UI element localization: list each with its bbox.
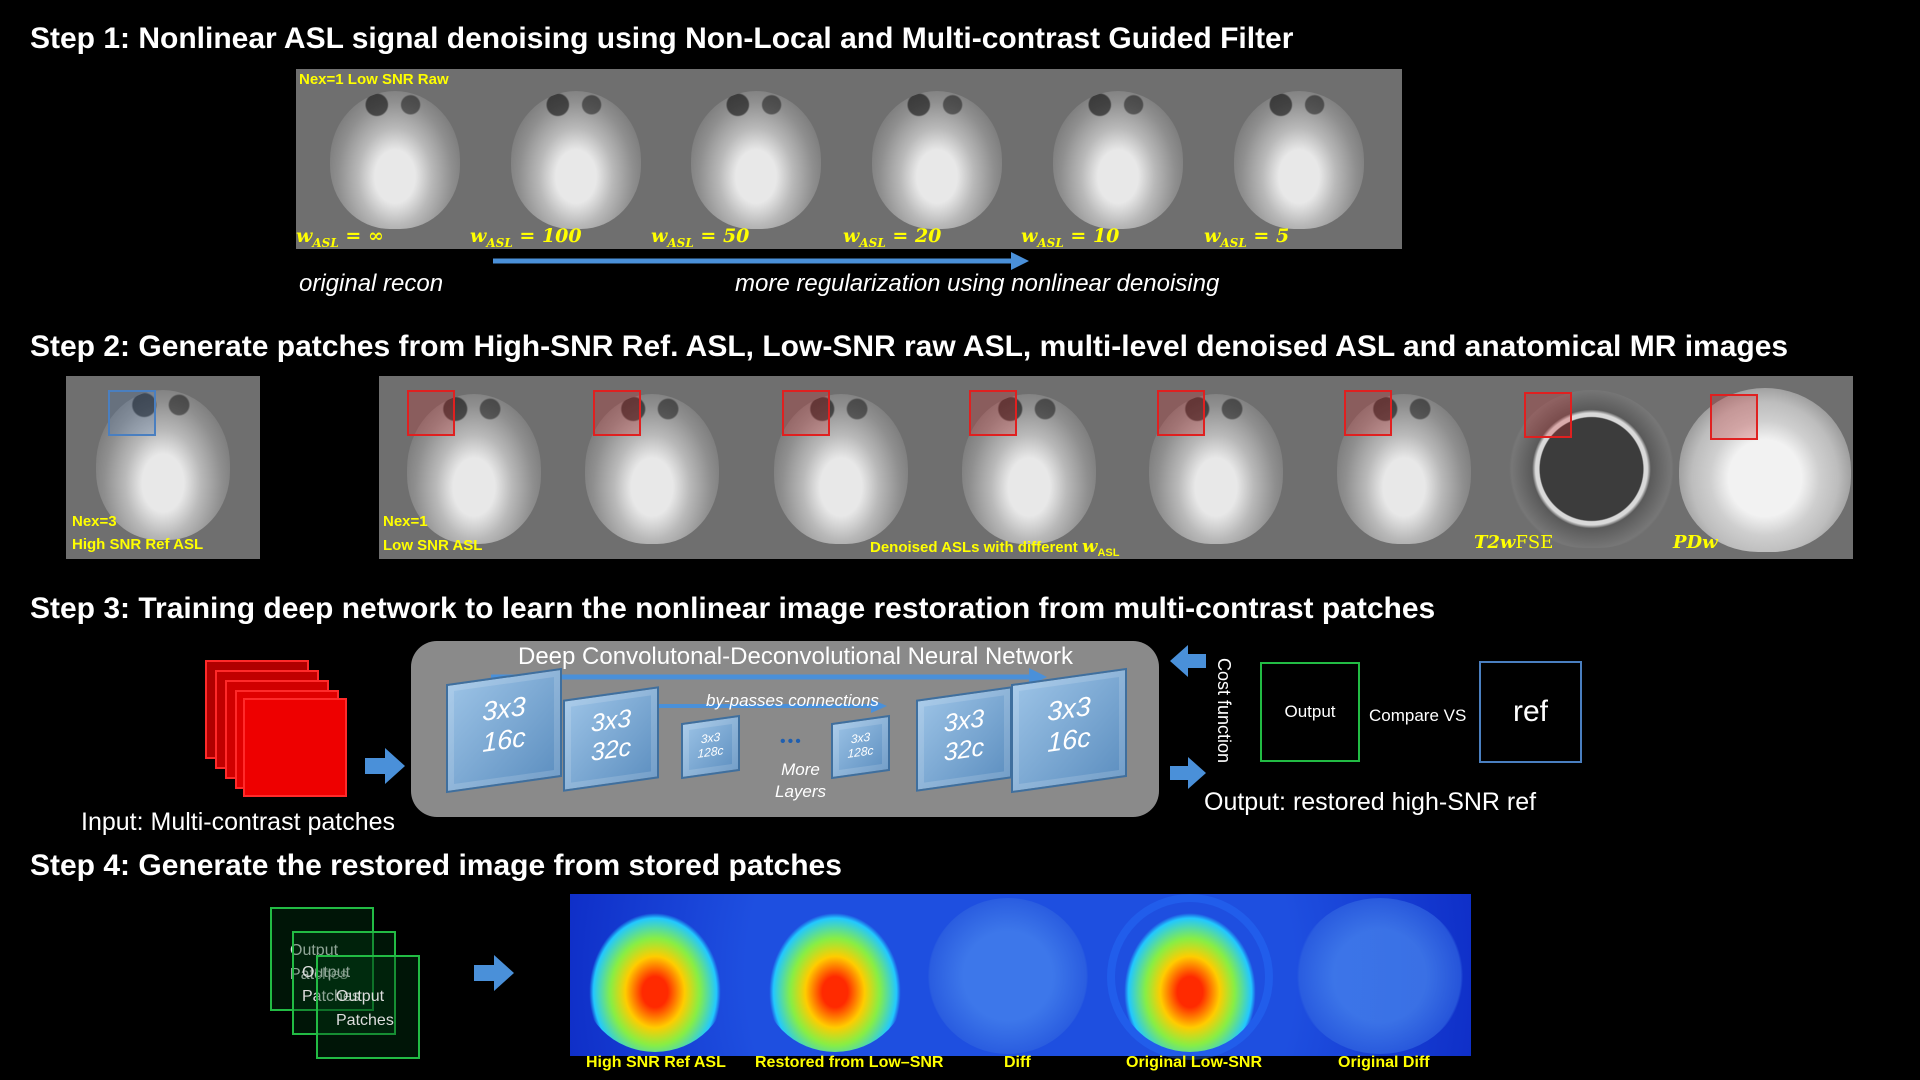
patch-box-1 <box>407 390 455 436</box>
result-diff <box>928 898 1088 1054</box>
brain-image-4 <box>872 91 1002 229</box>
pdw-label: PDw <box>1673 532 1718 553</box>
caption-original-recon: original recon <box>299 270 443 298</box>
output-box: Output <box>1260 662 1360 762</box>
brain-image-2 <box>511 91 641 229</box>
pdw-brain <box>1679 388 1851 552</box>
brain-image-3 <box>691 91 821 229</box>
w-label-3: wASL = 50 <box>651 225 749 250</box>
brain-image-1 <box>330 91 460 229</box>
patch-box-4 <box>969 390 1017 436</box>
result-label-4: Original Low-SNR <box>1126 1054 1262 1072</box>
result-original-low-snr <box>1115 902 1265 1052</box>
w-label-1: wASL = ∞ <box>296 225 384 250</box>
step1-image-strip: Nex=1 Low SNR Raw <box>296 69 1402 249</box>
step2-title: Step 2: Generate patches from High-SNR R… <box>30 330 1788 364</box>
result-high-snr-ref <box>580 902 730 1052</box>
compare-vs-label: Compare VS <box>1369 706 1466 726</box>
brain-image-6 <box>1234 91 1364 229</box>
result-restored <box>760 902 910 1052</box>
patch-box-2 <box>593 390 641 436</box>
cost-arrow-icon <box>1170 645 1206 677</box>
input-arrow-icon <box>365 748 405 784</box>
result-strip <box>570 894 1471 1056</box>
step1-title: Step 1: Nonlinear ASL signal denoising u… <box>30 22 1293 56</box>
brain-image-5 <box>1053 91 1183 229</box>
w-label-5: wASL = 10 <box>1021 225 1119 250</box>
regularization-arrow <box>493 250 1031 272</box>
input-label: Input: Multi-contrast patches <box>81 808 395 837</box>
w-label-2: wASL = 100 <box>470 225 582 250</box>
patch-box-5 <box>1157 390 1205 436</box>
denoised-label: Denoised ASLs with different wASL <box>870 536 1119 559</box>
input-patch <box>243 698 347 797</box>
output-arrow-icon <box>1170 757 1206 789</box>
step4-title: Step 4: Generate the restored image from… <box>30 849 842 883</box>
step2-image-strip: Nex=1 Low SNR ASL Denoised ASLs with dif… <box>379 376 1853 559</box>
t2w-label: T2wFSE <box>1474 532 1553 553</box>
ref-patch-box <box>108 390 156 436</box>
input-patch-stack <box>205 660 355 800</box>
w-label-4: wASL = 20 <box>843 225 941 250</box>
output-label: Output: restored high-SNR ref <box>1204 788 1536 817</box>
ref-image-panel: Nex=3 High SNR Ref ASL <box>66 376 260 559</box>
w-label-6: wASL = 5 <box>1204 225 1289 250</box>
restore-arrow-icon <box>474 955 514 991</box>
low-label-nex: Nex=1 <box>383 513 428 530</box>
cost-function-label: Cost function <box>1213 658 1234 763</box>
patch-box-8 <box>1710 394 1758 440</box>
caption-more-regularization: more regularization using nonlinear deno… <box>735 270 1219 298</box>
patch-box-6 <box>1344 390 1392 436</box>
network-panel: Deep Convolutonal-Deconvolutional Neural… <box>411 641 1159 817</box>
bypass-label: by-passes connections <box>706 691 879 711</box>
patch-box-7 <box>1524 392 1572 438</box>
result-label-5: Original Diff <box>1338 1054 1430 1072</box>
ref-label-nex: Nex=3 <box>72 513 117 530</box>
step3-title: Step 3: Training deep network to learn t… <box>30 592 1435 626</box>
dots: ••• <box>780 733 803 751</box>
strip-label: Nex=1 Low SNR Raw <box>299 71 449 88</box>
ref-label-type: High SNR Ref ASL <box>72 536 203 553</box>
patch-box-3 <box>782 390 830 436</box>
low-label-type: Low SNR ASL <box>383 537 482 554</box>
result-label-1: High SNR Ref ASL <box>586 1054 726 1072</box>
result-label-3: Diff <box>1004 1054 1031 1072</box>
result-original-diff <box>1295 898 1465 1054</box>
ref-box: ref <box>1479 661 1582 763</box>
result-label-2: Restored from Low–SNR <box>755 1054 943 1072</box>
top-bypass-arrow <box>491 666 1051 688</box>
